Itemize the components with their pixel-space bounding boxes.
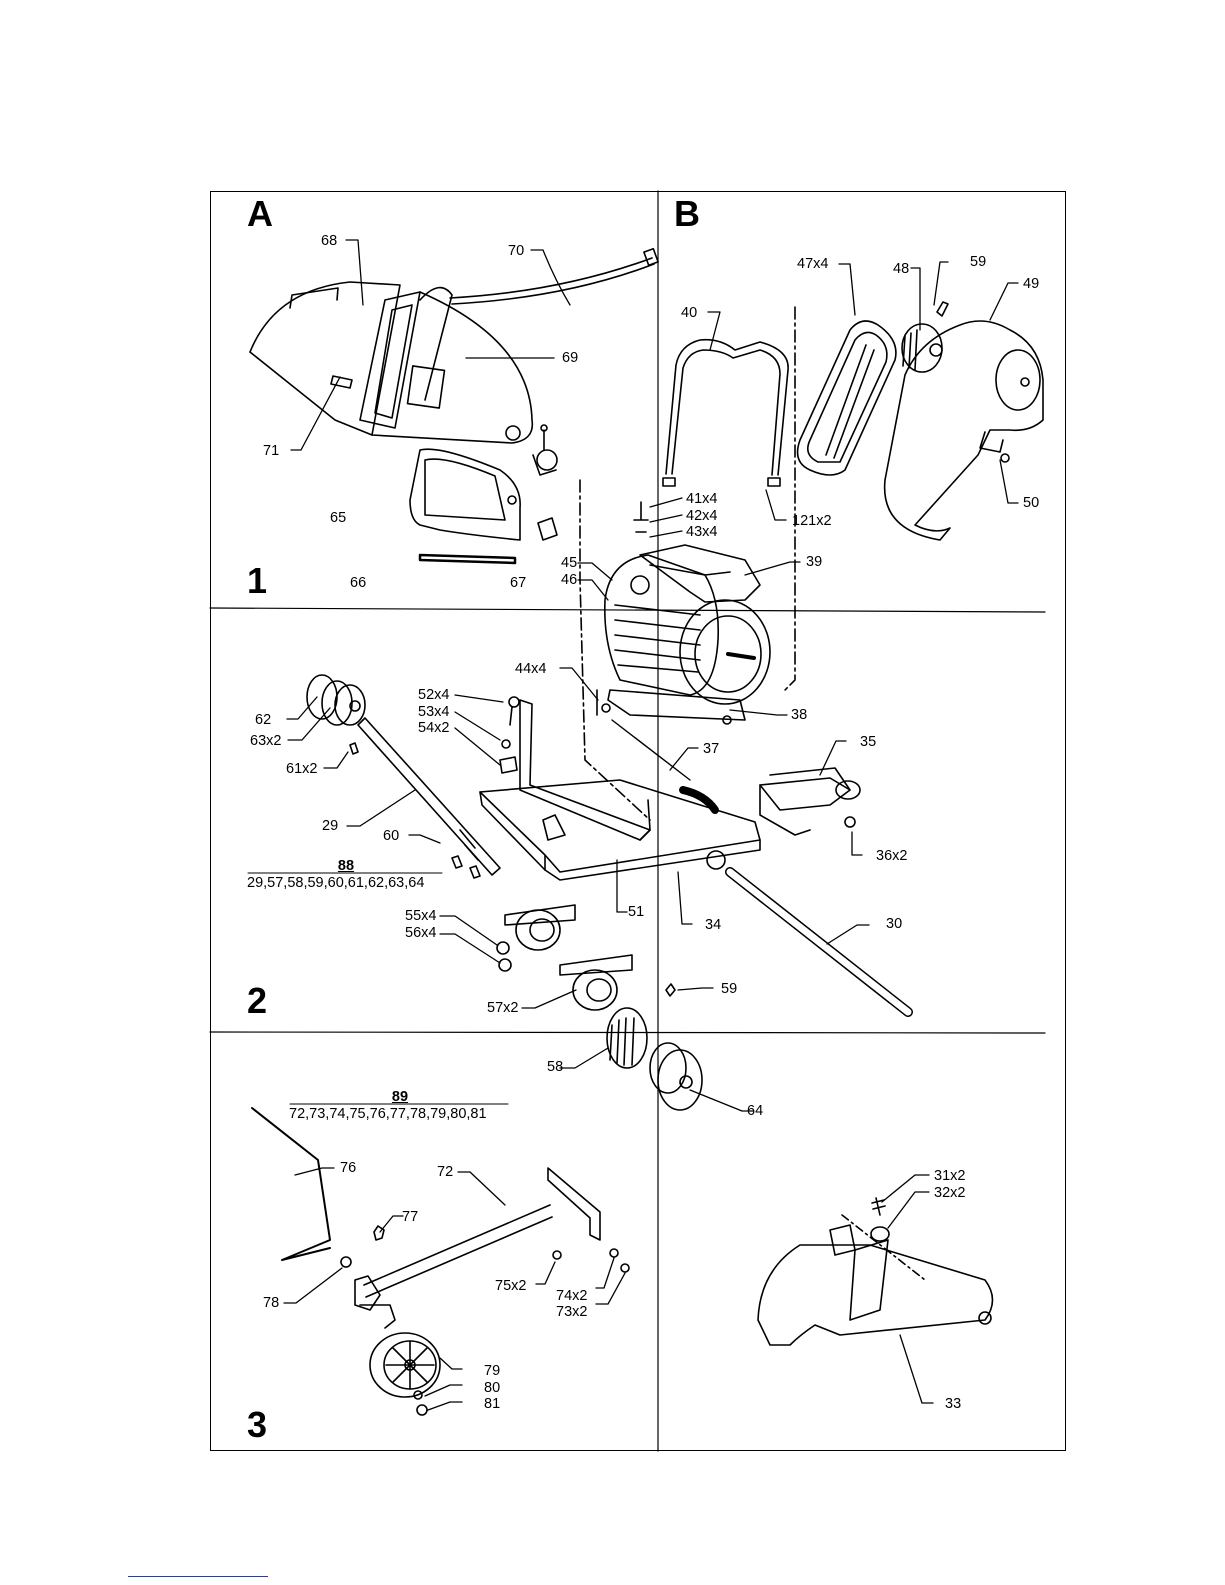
part-label-36x2: 36x2: [876, 848, 907, 864]
part-label-45: 45: [561, 555, 577, 571]
kit-89-parts: 72,73,74,75,76,77,78,79,80,81: [289, 1106, 487, 1122]
motor-bolts: [634, 502, 648, 532]
part-label-68: 68: [321, 233, 337, 249]
kit-88-number: 88: [247, 858, 445, 875]
part-label-55x4: 55x4: [405, 908, 436, 924]
bearing-blocks: [497, 905, 632, 1010]
part-label-56x4: 56x4: [405, 925, 436, 941]
motor-slide-bracket: [760, 768, 860, 835]
group-rules: [248, 873, 508, 1104]
part-label-74x2: 74x2: [556, 1288, 587, 1304]
part-label-65: 65: [330, 510, 346, 526]
part-label-60: 60: [383, 828, 399, 844]
transport-wheel-kit: [252, 1108, 629, 1415]
drive-pulley: [607, 984, 702, 1110]
part-label-77: 77: [402, 1209, 418, 1225]
part-label-58: 58: [547, 1059, 563, 1075]
part-label-72: 72: [437, 1164, 453, 1180]
kit-group-88: 88 29,57,58,59,60,61,62,63,64: [247, 858, 445, 892]
leader-lines: [284, 240, 1018, 1410]
part-label-53x4: 53x4: [418, 704, 449, 720]
part-label-29: 29: [322, 818, 338, 834]
kit-89-number: 89: [289, 1089, 511, 1106]
kit-88-parts: 29,57,58,59,60,61,62,63,64: [247, 875, 424, 891]
section-letter-b: B: [674, 196, 700, 232]
part-label-48: 48: [893, 261, 909, 277]
part-label-46: 46: [561, 572, 577, 588]
part-label-32x2: 32x2: [934, 1185, 965, 1201]
part-label-43x4: 43x4: [686, 524, 717, 540]
part-label-52x4: 52x4: [418, 687, 449, 703]
section-number-1: 1: [247, 563, 267, 599]
electric-motor: [597, 545, 770, 724]
part-label-64: 64: [747, 1103, 763, 1119]
part-label-71: 71: [263, 443, 279, 459]
part-label-80: 80: [484, 1380, 500, 1396]
part-label-37: 37: [703, 741, 719, 757]
part-label-38: 38: [791, 707, 807, 723]
part-label-35: 35: [860, 734, 876, 750]
part-label-78: 78: [263, 1295, 279, 1311]
part-label-69: 69: [562, 350, 578, 366]
part-label-49: 49: [1023, 276, 1039, 292]
part-label-39: 39: [806, 554, 822, 570]
part-label-50: 50: [1023, 495, 1039, 511]
part-label-62: 62: [255, 712, 271, 728]
part-label-76: 76: [340, 1160, 356, 1176]
part-label-34: 34: [705, 917, 721, 933]
part-label-31x2: 31x2: [934, 1168, 965, 1184]
part-label-59-mid: 59: [721, 981, 737, 997]
part-label-73x2: 73x2: [556, 1304, 587, 1320]
belt-cover: [885, 321, 1043, 540]
part-label-42x4: 42x4: [686, 508, 717, 524]
part-label-61x2: 61x2: [286, 761, 317, 777]
shaft-assembly: [307, 675, 500, 878]
v-belts: [798, 321, 896, 475]
part-label-79: 79: [484, 1363, 500, 1379]
part-label-57x2: 57x2: [487, 1000, 518, 1016]
part-label-67: 67: [510, 575, 526, 591]
part-label-121x2: 121x2: [792, 513, 832, 529]
guard-flap: [410, 449, 557, 563]
part-label-30: 30: [886, 916, 902, 932]
section-number-2: 2: [247, 983, 267, 1019]
part-label-33: 33: [945, 1396, 961, 1412]
part-label-81: 81: [484, 1396, 500, 1412]
kit-group-89: 89 72,73,74,75,76,77,78,79,80,81: [289, 1089, 511, 1123]
blade-guard: [250, 249, 658, 475]
base-plate: [480, 700, 908, 1012]
part-label-59-top: 59: [970, 254, 986, 270]
part-label-47x4: 47x4: [797, 256, 828, 272]
part-label-51: 51: [628, 904, 644, 920]
part-label-75x2: 75x2: [495, 1278, 526, 1294]
part-label-66: 66: [350, 575, 366, 591]
part-label-70: 70: [508, 243, 524, 259]
footer-link-underline: [128, 1576, 268, 1577]
part-label-41x4: 41x4: [686, 491, 717, 507]
bracket-54: [500, 697, 519, 773]
part-label-40: 40: [681, 305, 697, 321]
section-number-3: 3: [247, 1407, 267, 1443]
guard-33: [758, 1198, 993, 1345]
part-label-44x4: 44x4: [515, 661, 546, 677]
part-label-54x2: 54x2: [418, 720, 449, 736]
section-letter-a: A: [247, 196, 273, 232]
part-label-63x2: 63x2: [250, 733, 281, 749]
pulley-48: [902, 302, 948, 372]
